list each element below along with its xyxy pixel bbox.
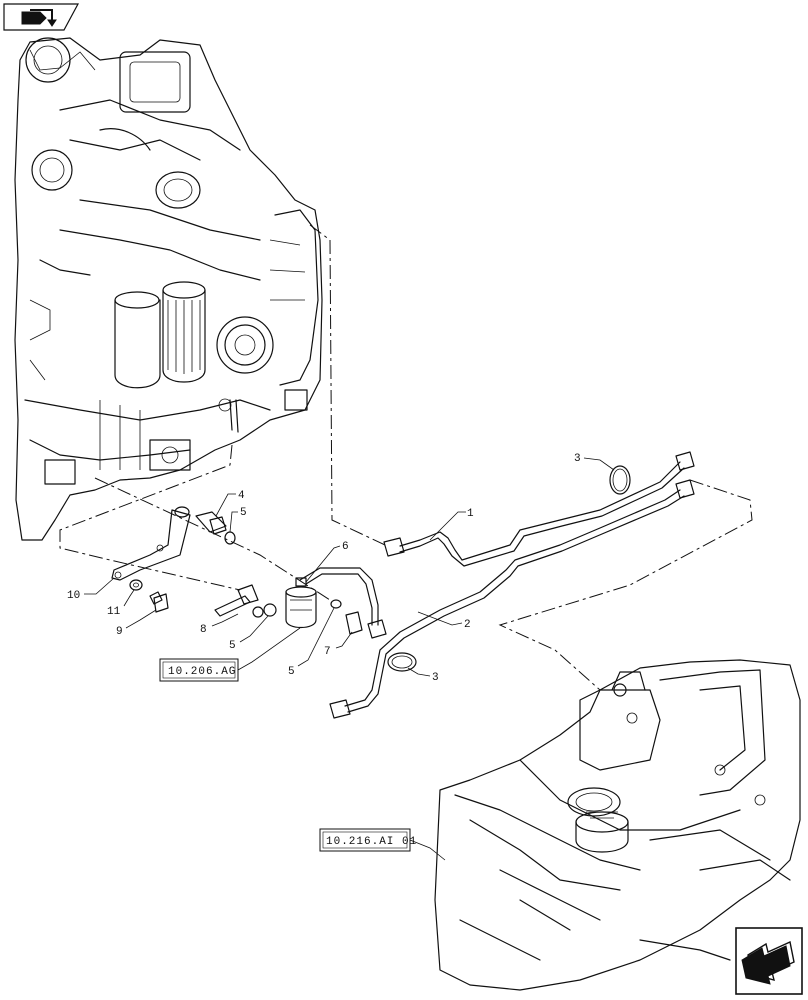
next-page-arrow-icon [741,940,795,985]
engine-assembly [14,37,323,541]
inline-filter-assembly [214,577,363,635]
ref-box-fuel-tank[interactable]: 10.216.AI 01 [319,828,417,852]
ref-fuel-tank-label: 10.216.AI 01 [326,836,417,848]
callout-9: 9 [116,626,123,638]
next-page-button[interactable] [735,927,803,995]
callout-1: 1 [467,508,474,520]
callout-6: 6 [342,541,349,553]
callout-5-upper: 5 [240,507,247,519]
callout-11: 11 [107,606,121,618]
callout-3-lower: 3 [432,672,439,684]
callout-5-lower: 5 [288,666,295,678]
pipe-1 [383,451,695,567]
callout-2: 2 [464,619,471,631]
pipe-2 [329,479,695,719]
top-nav-button[interactable] [3,3,80,31]
callout-7: 7 [324,646,331,658]
callout-leaders [84,457,615,861]
clip-3-upper [609,465,631,495]
callout-4: 4 [238,490,245,502]
callout-labels: 1 2 3 3 4 5 5 5 6 7 8 9 10 11 [67,453,581,684]
pipe-6 [299,567,387,639]
dashed-reference-lines [59,224,753,691]
callout-8: 8 [200,624,207,636]
fuel-tank-assembly [434,659,801,991]
callout-3-upper: 3 [574,453,581,465]
ref-box-fuel-filter[interactable]: 10.206.AG [159,658,239,682]
clip-3-lower [387,652,417,672]
bracket-assembly [111,506,191,613]
ref-fuel-filter-label: 10.206.AG [168,666,236,678]
callout-5-middle: 5 [229,640,236,652]
fitting-4 [195,511,236,545]
callout-10: 10 [67,590,80,602]
book-arrow-icon [21,9,57,27]
